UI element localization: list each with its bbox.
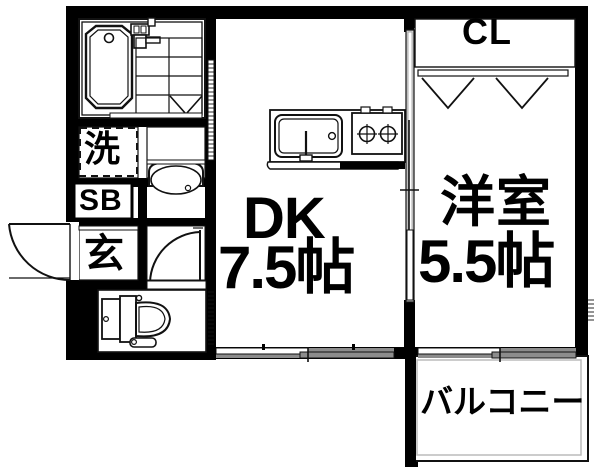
toilet-room	[97, 280, 207, 353]
balcony-label: バルコニー	[420, 383, 585, 420]
washbasin	[148, 162, 204, 195]
entrance-label: 玄	[84, 232, 124, 276]
entrance-door[interactable]	[8, 222, 79, 282]
wall-tick-marks	[262, 344, 355, 350]
shoe-box	[72, 181, 134, 221]
bathtub	[84, 24, 134, 110]
bathroom-floor-tiles	[135, 37, 203, 115]
closet	[414, 18, 576, 68]
dk-room-label: DK	[243, 186, 326, 251]
toilet-door[interactable]	[146, 280, 207, 290]
balcony-area	[405, 347, 589, 467]
bedroom-left-window[interactable]	[406, 229, 414, 301]
entrance-area	[8, 222, 139, 282]
gas-stove-two-burner	[351, 106, 403, 155]
laundry-label: 洗	[84, 128, 121, 169]
bedroom-size: 5.5帖	[418, 228, 555, 295]
hall-door[interactable]	[146, 225, 206, 283]
burner-left	[357, 124, 377, 144]
bedroom-label: 洋室	[440, 171, 553, 233]
laundry-space	[78, 126, 139, 179]
dk-left-window[interactable]	[207, 59, 215, 161]
washing-machine-space	[79, 127, 138, 177]
toilet	[101, 294, 172, 348]
right-wall-hatch	[588, 299, 594, 321]
toilet-wall-hatch	[208, 291, 214, 345]
kitchen-faucet	[299, 131, 313, 162]
vanity-area	[146, 126, 206, 195]
dk-room-size: 7.5帖	[218, 234, 355, 301]
kitchen-sink	[274, 114, 343, 158]
closet-label: CL	[462, 11, 512, 52]
burner-right	[378, 124, 398, 144]
bedroom	[400, 18, 576, 347]
bathroom	[78, 17, 206, 119]
shoe-box-label: SB	[79, 184, 123, 217]
dk-room	[207, 19, 406, 347]
closet-folding-doors[interactable]	[417, 69, 569, 110]
